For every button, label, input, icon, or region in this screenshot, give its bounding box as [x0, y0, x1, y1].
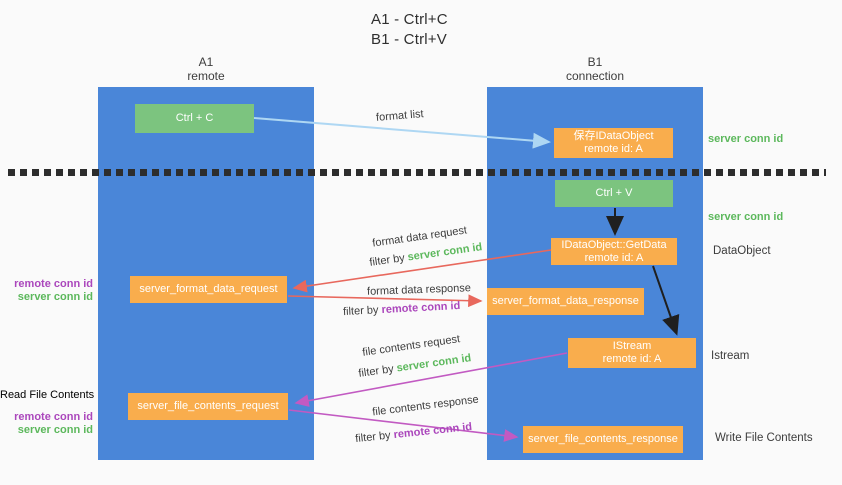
ctrl-c-label: Ctrl + C — [175, 112, 214, 124]
file-response-filter-label: filter by remote conn id — [355, 421, 473, 445]
server-conn-id-label: server conn id — [17, 291, 93, 303]
read-file-contents-label: Read File Contents — [0, 389, 95, 401]
filter-by-text: filter by — [368, 251, 409, 269]
filter-by-text: filter by — [354, 429, 395, 446]
remote-conn-id-label: remote conn id — [14, 278, 93, 290]
file-response-node: server_file_contents_response — [523, 426, 683, 453]
ctrl-v-label: Ctrl + V — [595, 187, 633, 199]
istream-label: Istream — [711, 350, 750, 362]
format-response-node: server_format_data_response — [487, 288, 644, 315]
istream-node: IStream remote id: A — [568, 338, 696, 368]
format-list-label: format list — [375, 108, 425, 124]
server-conn-id-text: server conn id — [395, 352, 473, 375]
server-conn-id-text: server conn id — [406, 241, 484, 264]
getdata-line2: remote id: A — [584, 251, 644, 264]
ctrl-c-node: Ctrl + C — [135, 104, 254, 133]
title-line-2: B1 - Ctrl+V — [371, 31, 447, 48]
save-dataobject-node: 保存IDataObject remote id: A — [554, 128, 673, 158]
server-conn-id-label-top: server conn id — [708, 133, 784, 145]
server-conn-id-label-mid: server conn id — [708, 211, 784, 223]
write-file-contents-label: Write File Contents — [715, 432, 813, 444]
filter-by-text: filter by — [357, 362, 398, 380]
remote-conn-id-text: remote conn id — [381, 299, 461, 317]
format-response-filter-label: filter by remote conn id — [343, 300, 461, 318]
file-request-left-labels: Read File Contents remote conn id server… — [0, 389, 95, 437]
dashed-divider — [8, 169, 826, 176]
save-dataobject-line1: 保存IDataObject — [573, 130, 654, 142]
istream-line2: remote id: A — [602, 353, 662, 365]
column-b-header: B1 connection — [487, 55, 703, 83]
format-request-conn-ids: remote conn id server conn id — [0, 278, 93, 304]
getdata-line1: IDataObject::GetData — [561, 238, 667, 251]
remote-conn-id-text: remote conn id — [392, 420, 473, 442]
istream-line1: IStream — [612, 340, 652, 352]
remote-conn-id-label: remote conn id — [14, 411, 93, 423]
getdata-node: IDataObject::GetData remote id: A — [551, 238, 677, 265]
title-line-1: A1 - Ctrl+C — [371, 11, 448, 28]
column-a-role: remote — [187, 69, 225, 83]
file-response-label: server_file_contents_response — [528, 433, 678, 445]
dataobject-label: DataObject — [713, 245, 771, 257]
format-request-label: server_format_data_request — [139, 283, 278, 295]
file-contents-response-label: file contents response — [371, 393, 480, 419]
diagram-title: A1 - Ctrl+C B1 - Ctrl+V — [371, 10, 448, 50]
file-request-label: server_file_contents_request — [137, 400, 279, 412]
server-conn-id-label: server conn id — [17, 424, 93, 436]
format-request-node: server_format_data_request — [130, 276, 287, 303]
column-a-id: A1 — [198, 55, 214, 69]
file-request-node: server_file_contents_request — [128, 393, 288, 420]
format-response-label: server_format_data_response — [492, 295, 639, 307]
column-b-role: connection — [565, 69, 625, 83]
column-a-header: A1 remote — [98, 55, 314, 83]
save-dataobject-line2: remote id: A — [584, 143, 643, 155]
ctrl-v-node: Ctrl + V — [555, 180, 673, 207]
column-b-id: B1 — [587, 55, 603, 69]
filter-by-text: filter by — [342, 304, 382, 319]
format-data-response-label: format data response — [366, 282, 472, 298]
